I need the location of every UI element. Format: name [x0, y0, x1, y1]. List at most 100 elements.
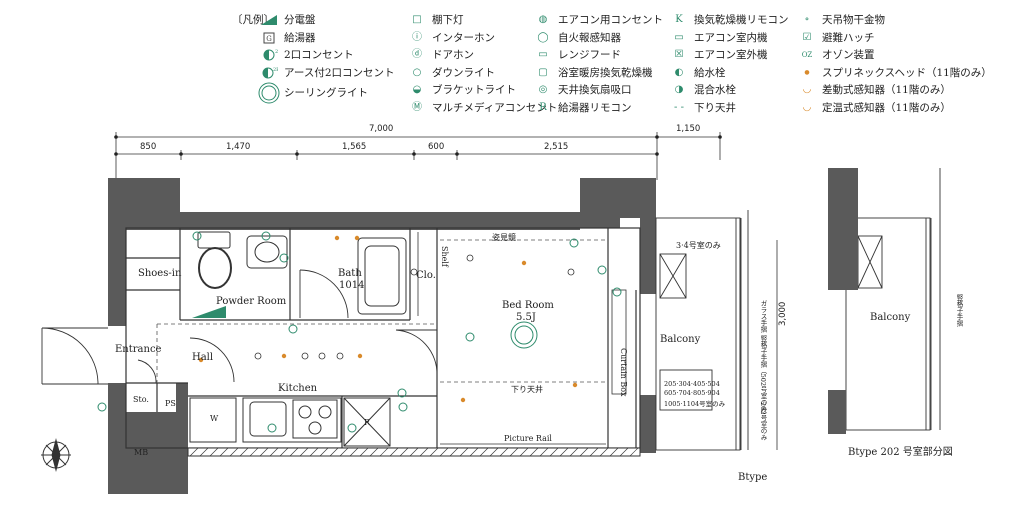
room-label-bedroom-size: 5.5J: [516, 312, 536, 323]
room-label-closet: Clo.: [416, 270, 436, 281]
legend-item: ○ダウンライト: [406, 65, 557, 83]
dimension-segment: 2,515: [544, 142, 569, 152]
dimension-lines: [115, 132, 721, 180]
label-washer: W: [210, 414, 219, 423]
escape-hatch-icon: ☑: [802, 31, 812, 43]
sprinkler-heads: [198, 235, 578, 403]
dimension-balcony-depth: 3,000: [778, 301, 788, 326]
ac-indoor-icon: ▭: [674, 31, 684, 43]
partial-label-rail: 竪格子手摺: [955, 294, 963, 327]
rate-detector-icon: ◡: [802, 84, 812, 96]
toilet: [197, 231, 232, 289]
room-label-kitchen: Kitchen: [278, 383, 318, 394]
label-lowered-ceiling: 下り天井: [511, 385, 543, 394]
room-label-shoes-in: Shoes-in: [138, 268, 182, 279]
label-picture-rail: Picture Rail: [504, 434, 552, 443]
label-room-note-34: 3·4号室のみ: [676, 241, 721, 250]
door-phone-icon: [97, 402, 107, 412]
label-mirror: 姿見鏡: [492, 233, 516, 242]
label-glass-rail: ガラス手摺 竪格子手摺（502号室のみ）: [759, 300, 767, 419]
downlights: [254, 254, 575, 360]
legend-item: ☑避難ハッチ: [796, 30, 992, 48]
dimension-balcony: 1,150: [676, 124, 701, 134]
legend-item: ◡定温式感知器（11階のみ）: [796, 100, 992, 118]
room-label-bath: Bath: [338, 268, 362, 279]
room-label-bath-size: 1014: [339, 280, 365, 291]
walls: [108, 178, 656, 494]
heater-remote-icon: R: [539, 101, 547, 113]
legend-item: ◒ブラケットライト: [406, 82, 557, 100]
intercom-icon: ⓘ: [412, 31, 422, 43]
label-room-list: 1005·1104号室のみ: [664, 400, 726, 408]
hanger-icon: ∘: [804, 14, 810, 25]
shelf-light-icon: □: [412, 14, 422, 25]
fixed-temp-detector-icon: ◡: [802, 101, 812, 113]
room-label-bedroom: Bed Room: [502, 300, 554, 311]
legend-item: ◐給水栓: [668, 65, 789, 83]
legend-column-3: ◍エアコン用コンセント ◯自火報感知器 ▭レンジフード ▢浴室暖房換気乾燥機 ◎…: [532, 12, 663, 118]
multimedia-outlet-icon: Ⓜ: [412, 101, 422, 113]
bottom-wall-hatch: [187, 447, 641, 457]
bath-dryer-icon: ▢: [538, 66, 548, 78]
mixer-tap-icon: ◑: [674, 84, 684, 96]
partial-label-balcony: Balcony: [870, 312, 911, 323]
legend-item: 分電盤: [258, 12, 395, 30]
sprinkler-icon: ●: [804, 68, 810, 76]
panelboard-icon: [192, 306, 226, 318]
legend-item: 2 2口コンセント: [258, 47, 395, 65]
compass-icon: [41, 438, 71, 472]
range-hood-icon: ▭: [538, 49, 548, 61]
dimension-segment: 850: [140, 142, 157, 152]
label-rail-202: 202号室のみ: [759, 402, 767, 441]
dimension-segment: 1,470: [226, 142, 251, 152]
bracket-light-icon: ◒: [412, 84, 422, 96]
legend-item: ◎天井換気扇吸口: [532, 82, 663, 100]
legend-item: ◡差動式感知器（11階のみ）: [796, 82, 992, 100]
downlight-icon: ○: [412, 66, 422, 78]
label-room-list: 205·304·405·504: [664, 380, 720, 388]
legend-item: ▢浴室暖房換気乾燥機: [532, 65, 663, 83]
legend-item: ◑混合水栓: [668, 82, 789, 100]
wash-basin: [246, 235, 288, 269]
doors: [41, 269, 438, 385]
legend-item: ☒エアコン室外機: [668, 47, 789, 65]
water-tap-icon: ◐: [674, 66, 684, 78]
label-room-list: 605·704·805·904: [664, 389, 720, 397]
room-label-powder-room: Powder Room: [216, 296, 287, 307]
outlets: [192, 231, 622, 433]
fridge-box: [343, 397, 391, 447]
water-heater-icon: G: [260, 31, 278, 45]
dimension-ticks: [114, 135, 722, 156]
legend-item: G 給湯器: [258, 30, 395, 48]
legend-item: ◍エアコン用コンセント: [532, 12, 663, 30]
dimension-segment: 600: [428, 142, 445, 152]
partial-walls: [828, 168, 858, 434]
legend-item: ∘天吊物干金物: [796, 12, 992, 30]
legend-title: 〔凡例〕: [232, 14, 274, 26]
room-label-mb: MB: [134, 448, 149, 457]
type-label: Btype: [738, 472, 768, 483]
double-outlet-icon: 2: [260, 48, 278, 62]
ac-outlet-icon: ◍: [538, 14, 548, 25]
legend-item: ◯自火報感知器: [532, 30, 663, 48]
ceiling-light-icon: [510, 321, 538, 349]
legend-item: 2E アース付2口コンセント: [258, 65, 395, 83]
door-phone-icon: ⓓ: [412, 49, 422, 61]
partial-caption: Btype 202 号室部分図: [848, 447, 953, 458]
svg-text:G: G: [266, 35, 272, 43]
room-label-entrance: Entrance: [115, 344, 162, 355]
legend-item: ▭レンジフード: [532, 47, 663, 65]
balcony: [655, 210, 749, 451]
room-label-hall: Hall: [192, 352, 214, 363]
label-curtain-box: Curtain Box: [619, 348, 628, 397]
room-label-shelf: Shelf: [440, 246, 449, 267]
